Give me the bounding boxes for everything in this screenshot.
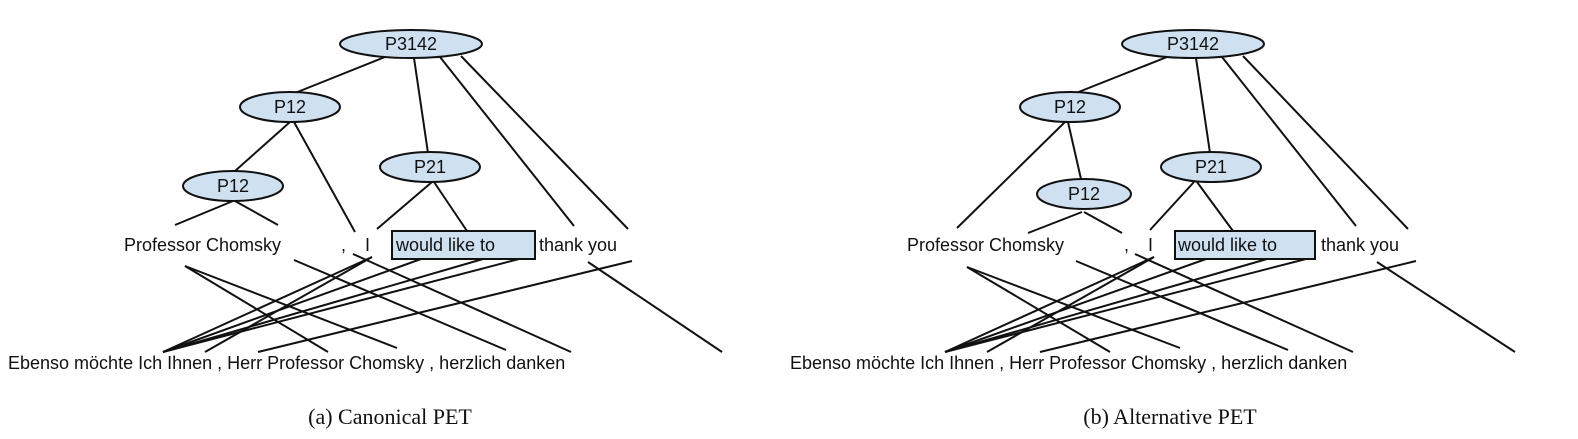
edge-p21-i [1149,181,1195,231]
edge-p12-comma [293,121,356,233]
token-thank-you: thank you [1321,235,1399,255]
edge-p21-wlt [1196,181,1234,232]
node-label: P21 [414,157,446,177]
node-label: P12 [1068,184,1100,204]
node-p12-nested[interactable]: P12 [182,170,284,202]
token-thank-you: thank you [539,235,617,255]
node-label: P12 [217,176,249,196]
edge-root-you [1242,55,1409,230]
edge-p12-comma [1083,211,1123,234]
token-comma: , [341,235,346,255]
node-label: P12 [274,97,306,117]
panel-a-target-sentence: Ebenso möchte Ich Ihnen , Herr Professor… [8,353,565,373]
panel-b-alternative-pet [944,55,1516,353]
node-label: P12 [1054,97,1086,117]
panel-a-canonical-pet [162,55,723,353]
token-professor-chomsky: Professor Chomsky [124,235,281,255]
edge-root-you [460,55,629,230]
alignment-links-b [944,253,1516,353]
token-i: I [1148,235,1153,255]
caption-a: (a) Canonical PET [308,404,472,429]
node-p12[interactable]: P12 [239,91,341,123]
edge-root-p21 [413,57,429,154]
edge-root-p21 [1195,57,1211,154]
edge-p21-i [376,181,433,230]
node-label: P3142 [1167,34,1219,54]
edge-root-p12 [1075,56,1168,94]
node-p3142[interactable]: P3142 [339,29,483,59]
panel-b-source-sentence: Professor Chomsky , I would like to than… [907,230,1399,260]
panel-a-nodes: P3142 P12 P12 P21 [182,29,483,202]
panel-a-source-sentence: Professor Chomsky , I would like to than… [124,230,617,260]
node-p3142[interactable]: P3142 [1121,29,1265,59]
edge-p12-p12 [1067,121,1082,180]
token-i: I [365,235,370,255]
node-p21[interactable]: P21 [1160,151,1262,183]
node-p21[interactable]: P21 [379,151,481,183]
node-label: P21 [1195,157,1227,177]
node-p12[interactable]: P12 [1019,91,1121,123]
alignment-links-a [162,253,723,353]
caption-b: (b) Alternative PET [1083,404,1257,429]
edge-p12-chomsky [1027,211,1083,234]
panel-b-nodes: P3142 P12 P12 P21 [1019,29,1265,210]
edge-p12-p12 [234,121,291,172]
node-p12-nested[interactable]: P12 [1036,178,1132,210]
edge-root-p12 [294,56,386,94]
edge-root-thank [439,56,575,227]
highlight-box [391,230,536,260]
edge-p21-wlt [433,181,468,232]
edge-p12-chomsky [234,200,279,226]
panel-b-target-sentence: Ebenso möchte Ich Ihnen , Herr Professor… [790,353,1347,373]
edge-p12-professor [956,120,1067,229]
node-label: P3142 [385,34,437,54]
highlight-box [1174,230,1316,260]
token-would-like-to: would like to [395,235,495,255]
token-professor-chomsky: Professor Chomsky [907,235,1064,255]
edge-p12-professor [174,200,234,226]
edge-root-thank [1221,56,1357,227]
token-would-like-to: would like to [1177,235,1277,255]
token-comma: , [1124,235,1129,255]
